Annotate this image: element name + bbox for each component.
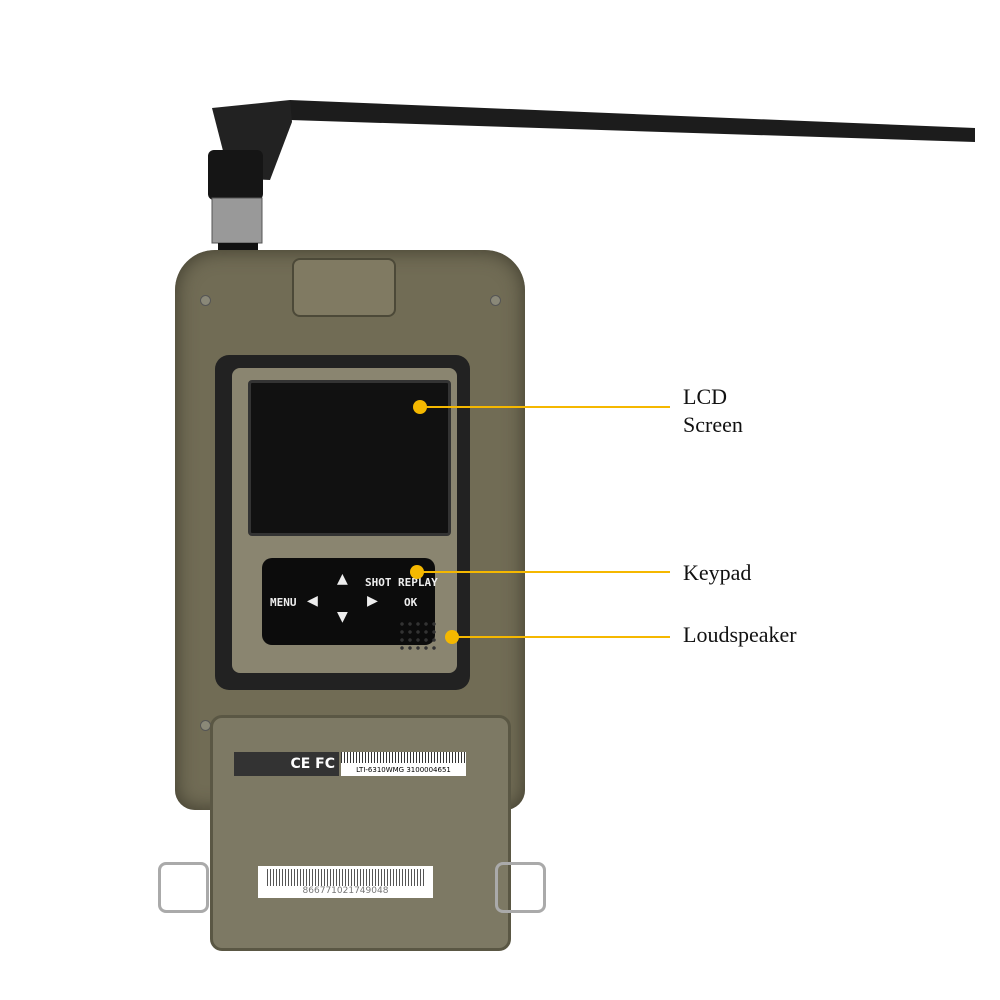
serial-barcode: 866771021749048 (258, 866, 433, 898)
top-latch (292, 258, 396, 317)
shot-label: SHOT (365, 576, 392, 589)
menu-button[interactable]: MENU (270, 596, 297, 609)
right-clip[interactable] (495, 862, 546, 913)
right-button[interactable]: ▶ (367, 590, 378, 611)
left-clip[interactable] (158, 862, 209, 913)
loudspeaker-label: Loudspeaker (683, 622, 797, 647)
up-button[interactable]: ▲ (337, 568, 348, 589)
lcd-callout-line (420, 406, 670, 408)
speaker-grille (398, 620, 438, 650)
down-button[interactable]: ▼ (337, 606, 348, 627)
keypad-label: Keypad (683, 560, 752, 585)
ok-button[interactable]: OK (404, 596, 418, 609)
battery-door[interactable] (210, 715, 511, 951)
replay-label: REPLAY (398, 576, 438, 589)
loudspeaker-callout-line (452, 636, 670, 638)
cert-label: CE FC (234, 752, 339, 776)
left-button[interactable]: ◀ (307, 590, 318, 611)
keypad-callout-line (417, 571, 670, 573)
model-label: LTI-6310WMG 3100004651 (341, 752, 466, 776)
